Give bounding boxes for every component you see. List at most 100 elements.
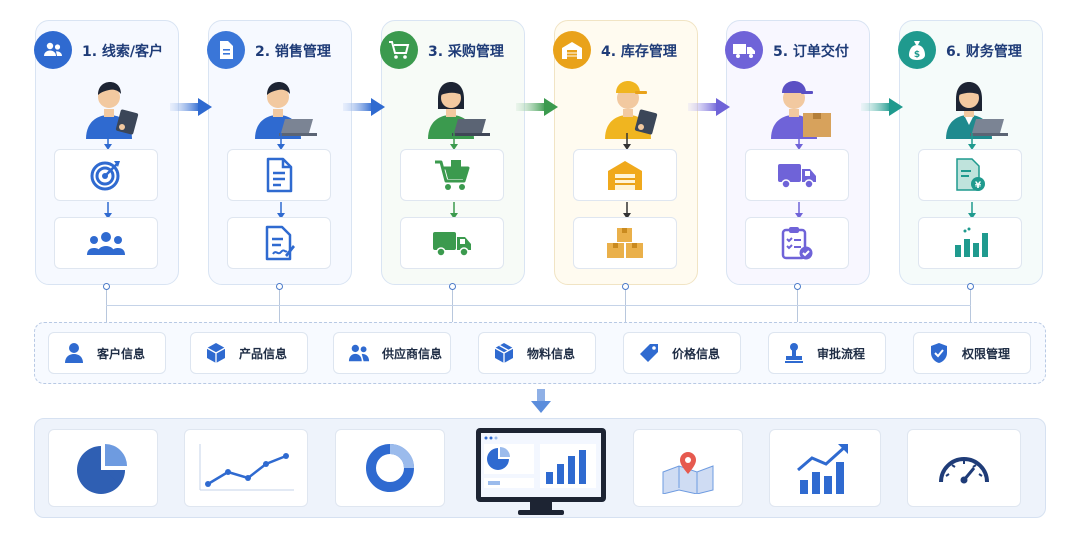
down-arrow-icon <box>531 389 551 413</box>
shopping-cart-icon <box>435 160 470 190</box>
stacked-boxes-icon <box>607 228 643 258</box>
stage-title: 1. 线索/客户 <box>82 44 164 60</box>
delivery-truck-icon <box>778 164 816 189</box>
tile-donut-chart[interactable] <box>335 429 445 507</box>
connector-dot <box>622 283 629 290</box>
stage-card-1[interactable]: 1. 线索/客户 <box>34 20 179 285</box>
flow-arrow-icon <box>343 98 385 116</box>
stage-title: 4. 库存管理 <box>601 44 677 60</box>
delivery-truck-icon <box>433 232 471 257</box>
stamp-icon <box>783 342 805 364</box>
chip-material-info[interactable]: 物料信息 <box>478 332 596 374</box>
stage-card-4[interactable]: 4. 库存管理 <box>553 20 698 285</box>
stage-title: 5. 订单交付 <box>773 44 849 60</box>
invoice-yen-icon: ¥ <box>956 158 985 191</box>
flow-arrow-icon <box>516 98 558 116</box>
chip-label: 供应商信息 <box>382 346 443 361</box>
tile-dashboard-monitor[interactable] <box>474 426 608 518</box>
map-pin-icon <box>662 452 714 494</box>
tile-growth-chart[interactable] <box>769 429 881 507</box>
person-laptop-illustration <box>946 82 1008 139</box>
person-package-illustration <box>771 81 831 139</box>
stage-title: 3. 采购管理 <box>428 44 504 60</box>
document-icon-box <box>227 149 331 201</box>
person-icon <box>63 342 85 364</box>
bar-chart-icon-box <box>918 217 1022 269</box>
document-lines-icon <box>266 157 293 193</box>
down-arrow-icon <box>968 202 976 219</box>
chip-label: 价格信息 <box>672 346 721 361</box>
down-arrow-icon <box>623 202 631 219</box>
stage-card-5[interactable]: 5. 订单交付 <box>725 20 870 285</box>
chip-label: 权限管理 <box>962 346 1011 361</box>
pie-chart-icon <box>77 444 127 494</box>
donut-chart-icon <box>366 444 414 492</box>
warehouse-icon <box>553 31 591 69</box>
team-icon <box>87 232 125 255</box>
target-icon-box <box>54 149 158 201</box>
chip-label: 物料信息 <box>527 346 576 361</box>
connector-bus-line <box>106 305 971 306</box>
connector-dot <box>967 283 974 290</box>
tile-gauge[interactable] <box>907 429 1021 507</box>
down-arrow-icon <box>968 133 976 150</box>
invoice-icon-box: ¥ <box>918 149 1022 201</box>
monitor-dashboard-icon <box>476 428 606 515</box>
down-arrow-icon <box>450 133 458 150</box>
person-tablet-illustration <box>86 82 139 139</box>
contract-sign-icon <box>265 225 295 261</box>
target-icon <box>90 161 120 191</box>
stage-card-3[interactable]: 3. 采购管理 <box>380 20 525 285</box>
delivery-truck-icon-box <box>400 217 504 269</box>
line-chart-icon <box>199 444 294 491</box>
price-tag-icon <box>638 342 660 364</box>
chip-approval-flow[interactable]: 审批流程 <box>768 332 886 374</box>
truck-icon <box>725 31 763 69</box>
chip-customer-info[interactable]: 客户信息 <box>48 332 166 374</box>
flow-arrow-icon <box>861 98 903 116</box>
down-arrow-icon <box>104 202 112 219</box>
boxes-icon-box <box>573 217 677 269</box>
person-cap-tablet-illustration <box>605 81 658 139</box>
checklist-icon-box <box>745 217 849 269</box>
contract-icon-box <box>227 217 331 269</box>
stage-title: 6. 财务管理 <box>946 44 1022 60</box>
connector-dot <box>449 283 456 290</box>
tile-map[interactable] <box>633 429 743 507</box>
down-arrow-icon <box>795 202 803 219</box>
svg-text:¥: ¥ <box>975 181 982 191</box>
tile-line-chart[interactable] <box>184 429 308 507</box>
people-icon <box>34 31 72 69</box>
down-arrow-icon <box>450 202 458 219</box>
down-arrow-icon <box>277 202 285 219</box>
team-icon-box <box>54 217 158 269</box>
group-icon <box>348 342 370 364</box>
flow-arrow-icon <box>688 98 730 116</box>
down-arrow-icon <box>104 133 112 150</box>
tile-pie-chart[interactable] <box>48 429 158 507</box>
bar-growth-icon <box>797 444 848 494</box>
down-arrow-icon <box>277 133 285 150</box>
connector-dot <box>276 283 283 290</box>
flow-arrow-icon <box>170 98 212 116</box>
stage-card-6[interactable]: $ 6. 财务管理 ¥ <box>898 20 1043 285</box>
chip-product-info[interactable]: 产品信息 <box>190 332 308 374</box>
shield-check-icon <box>928 342 950 364</box>
clipboard-check-icon <box>781 227 813 260</box>
svg-text:$: $ <box>914 50 920 60</box>
chip-permission-mgmt[interactable]: 权限管理 <box>913 332 1031 374</box>
chip-price-info[interactable]: 价格信息 <box>623 332 741 374</box>
down-arrow-icon <box>795 133 803 150</box>
money-bag-icon: $ <box>898 31 936 69</box>
document-icon <box>207 31 245 69</box>
chip-supplier-info[interactable]: 供应商信息 <box>333 332 451 374</box>
package-icon <box>493 342 515 364</box>
gauge-icon <box>939 457 989 484</box>
person-laptop-illustration <box>255 82 317 139</box>
warehouse-building-icon-box <box>573 149 677 201</box>
shopping-cart-icon-box <box>400 149 504 201</box>
stage-card-2[interactable]: 2. 销售管理 <box>207 20 352 285</box>
cart-icon <box>380 31 418 69</box>
down-arrow-icon <box>623 133 631 150</box>
truck-icon-box <box>745 149 849 201</box>
